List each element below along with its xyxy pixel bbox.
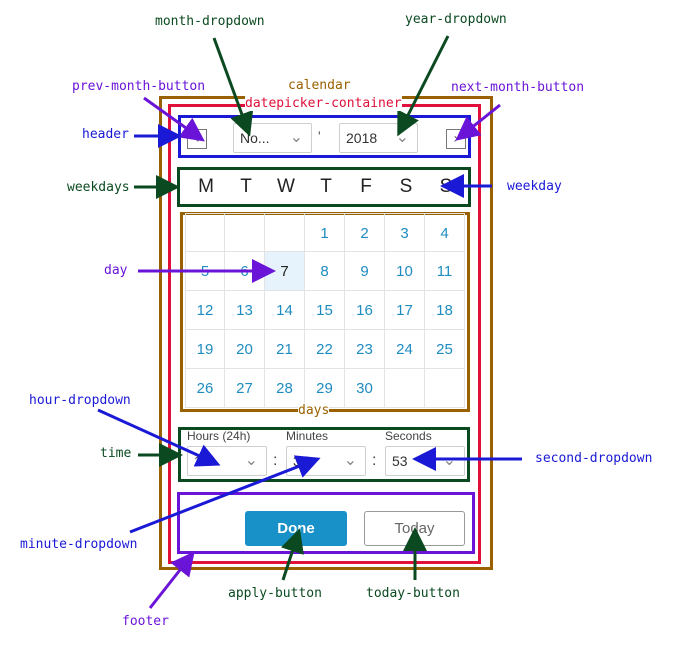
label-second-dropdown: second-dropdown — [535, 451, 653, 466]
footer-outline — [177, 492, 475, 554]
empty-day — [265, 213, 305, 252]
time-colon: : — [372, 452, 377, 469]
day[interactable]: 16 — [345, 291, 385, 330]
chevron-down-icon: ⌄ — [343, 452, 357, 469]
day[interactable]: 2 — [345, 213, 385, 252]
hours-label: Hours (24h) — [187, 429, 251, 443]
empty-day — [185, 213, 225, 252]
day[interactable]: 22 — [305, 330, 345, 369]
label-month-dropdown: month-dropdown — [155, 14, 265, 29]
weekday: T — [240, 176, 252, 197]
chevron-down-icon: ⌄ — [244, 452, 258, 469]
day[interactable]: 10 — [385, 252, 425, 291]
day[interactable]: 14 — [265, 291, 305, 330]
day[interactable]: 1 — [305, 213, 345, 252]
label-prev-month-button: prev-month-button — [72, 79, 206, 94]
weekday: M — [198, 176, 214, 197]
label-apply-button: apply-button — [228, 586, 322, 601]
label-calendar: calendar — [288, 78, 351, 93]
minutes-label: Minutes — [286, 429, 329, 443]
day[interactable]: 17 — [385, 291, 425, 330]
chevron-down-icon: ⌄ — [289, 129, 303, 146]
empty-day — [425, 369, 465, 408]
day[interactable]: 30 — [345, 369, 385, 408]
day[interactable]: 15 — [305, 291, 345, 330]
header-separator: ' — [318, 128, 321, 144]
label-footer: footer — [122, 614, 169, 629]
day[interactable]: 24 — [385, 330, 425, 369]
day[interactable]: 26 — [185, 369, 225, 408]
arrow-prev-month — [143, 96, 205, 142]
time-colon: : — [273, 452, 278, 469]
day[interactable]: 28 — [265, 369, 305, 408]
weekday: T — [320, 176, 332, 197]
day[interactable]: 9 — [345, 252, 385, 291]
label-day: day — [104, 263, 128, 278]
empty-day — [385, 369, 425, 408]
day-grid: 1234567891011121314151617181920212223242… — [185, 213, 465, 408]
weekday: F — [360, 176, 372, 197]
arrow-apply-button — [281, 528, 304, 581]
day[interactable]: 8 — [305, 252, 345, 291]
arrow-next-month — [455, 103, 501, 141]
day[interactable]: 19 — [185, 330, 225, 369]
arrow-footer — [148, 551, 195, 609]
day[interactable]: 3 — [385, 213, 425, 252]
day[interactable]: 27 — [225, 369, 265, 408]
weekday: W — [277, 176, 295, 197]
day[interactable]: 4 — [425, 213, 465, 252]
label-time: time — [100, 446, 132, 461]
label-year-dropdown: year-dropdown — [405, 12, 507, 27]
label-minute-dropdown: minute-dropdown — [20, 537, 138, 552]
day[interactable]: 11 — [425, 252, 465, 291]
label-datepicker-container: datepicker-container — [245, 96, 402, 111]
label-weekdays: weekdays — [67, 180, 130, 195]
day[interactable]: 20 — [225, 330, 265, 369]
arrow-hour-dropdown — [97, 408, 221, 467]
day[interactable]: 25 — [425, 330, 465, 369]
label-hour-dropdown: hour-dropdown — [29, 393, 131, 408]
label-next-month-button: next-month-button — [451, 80, 585, 95]
second-value: 53 — [392, 453, 408, 469]
day[interactable]: 13 — [225, 291, 265, 330]
arrow-minute-dropdown — [129, 455, 321, 534]
label-days: days — [298, 403, 330, 418]
label-header: header — [82, 127, 129, 142]
arrow-year-dropdown — [397, 35, 450, 137]
empty-day — [225, 213, 265, 252]
seconds-label: Seconds — [385, 429, 432, 443]
arrow-month-dropdown — [212, 37, 254, 137]
weekday: S — [399, 176, 413, 197]
label-weekday: weekday — [507, 179, 562, 194]
day[interactable]: 21 — [265, 330, 305, 369]
day[interactable]: 12 — [185, 291, 225, 330]
label-today-button: today-button — [366, 586, 460, 601]
day[interactable]: 23 — [345, 330, 385, 369]
year-value: 2018 — [346, 130, 378, 146]
day[interactable]: 18 — [425, 291, 465, 330]
